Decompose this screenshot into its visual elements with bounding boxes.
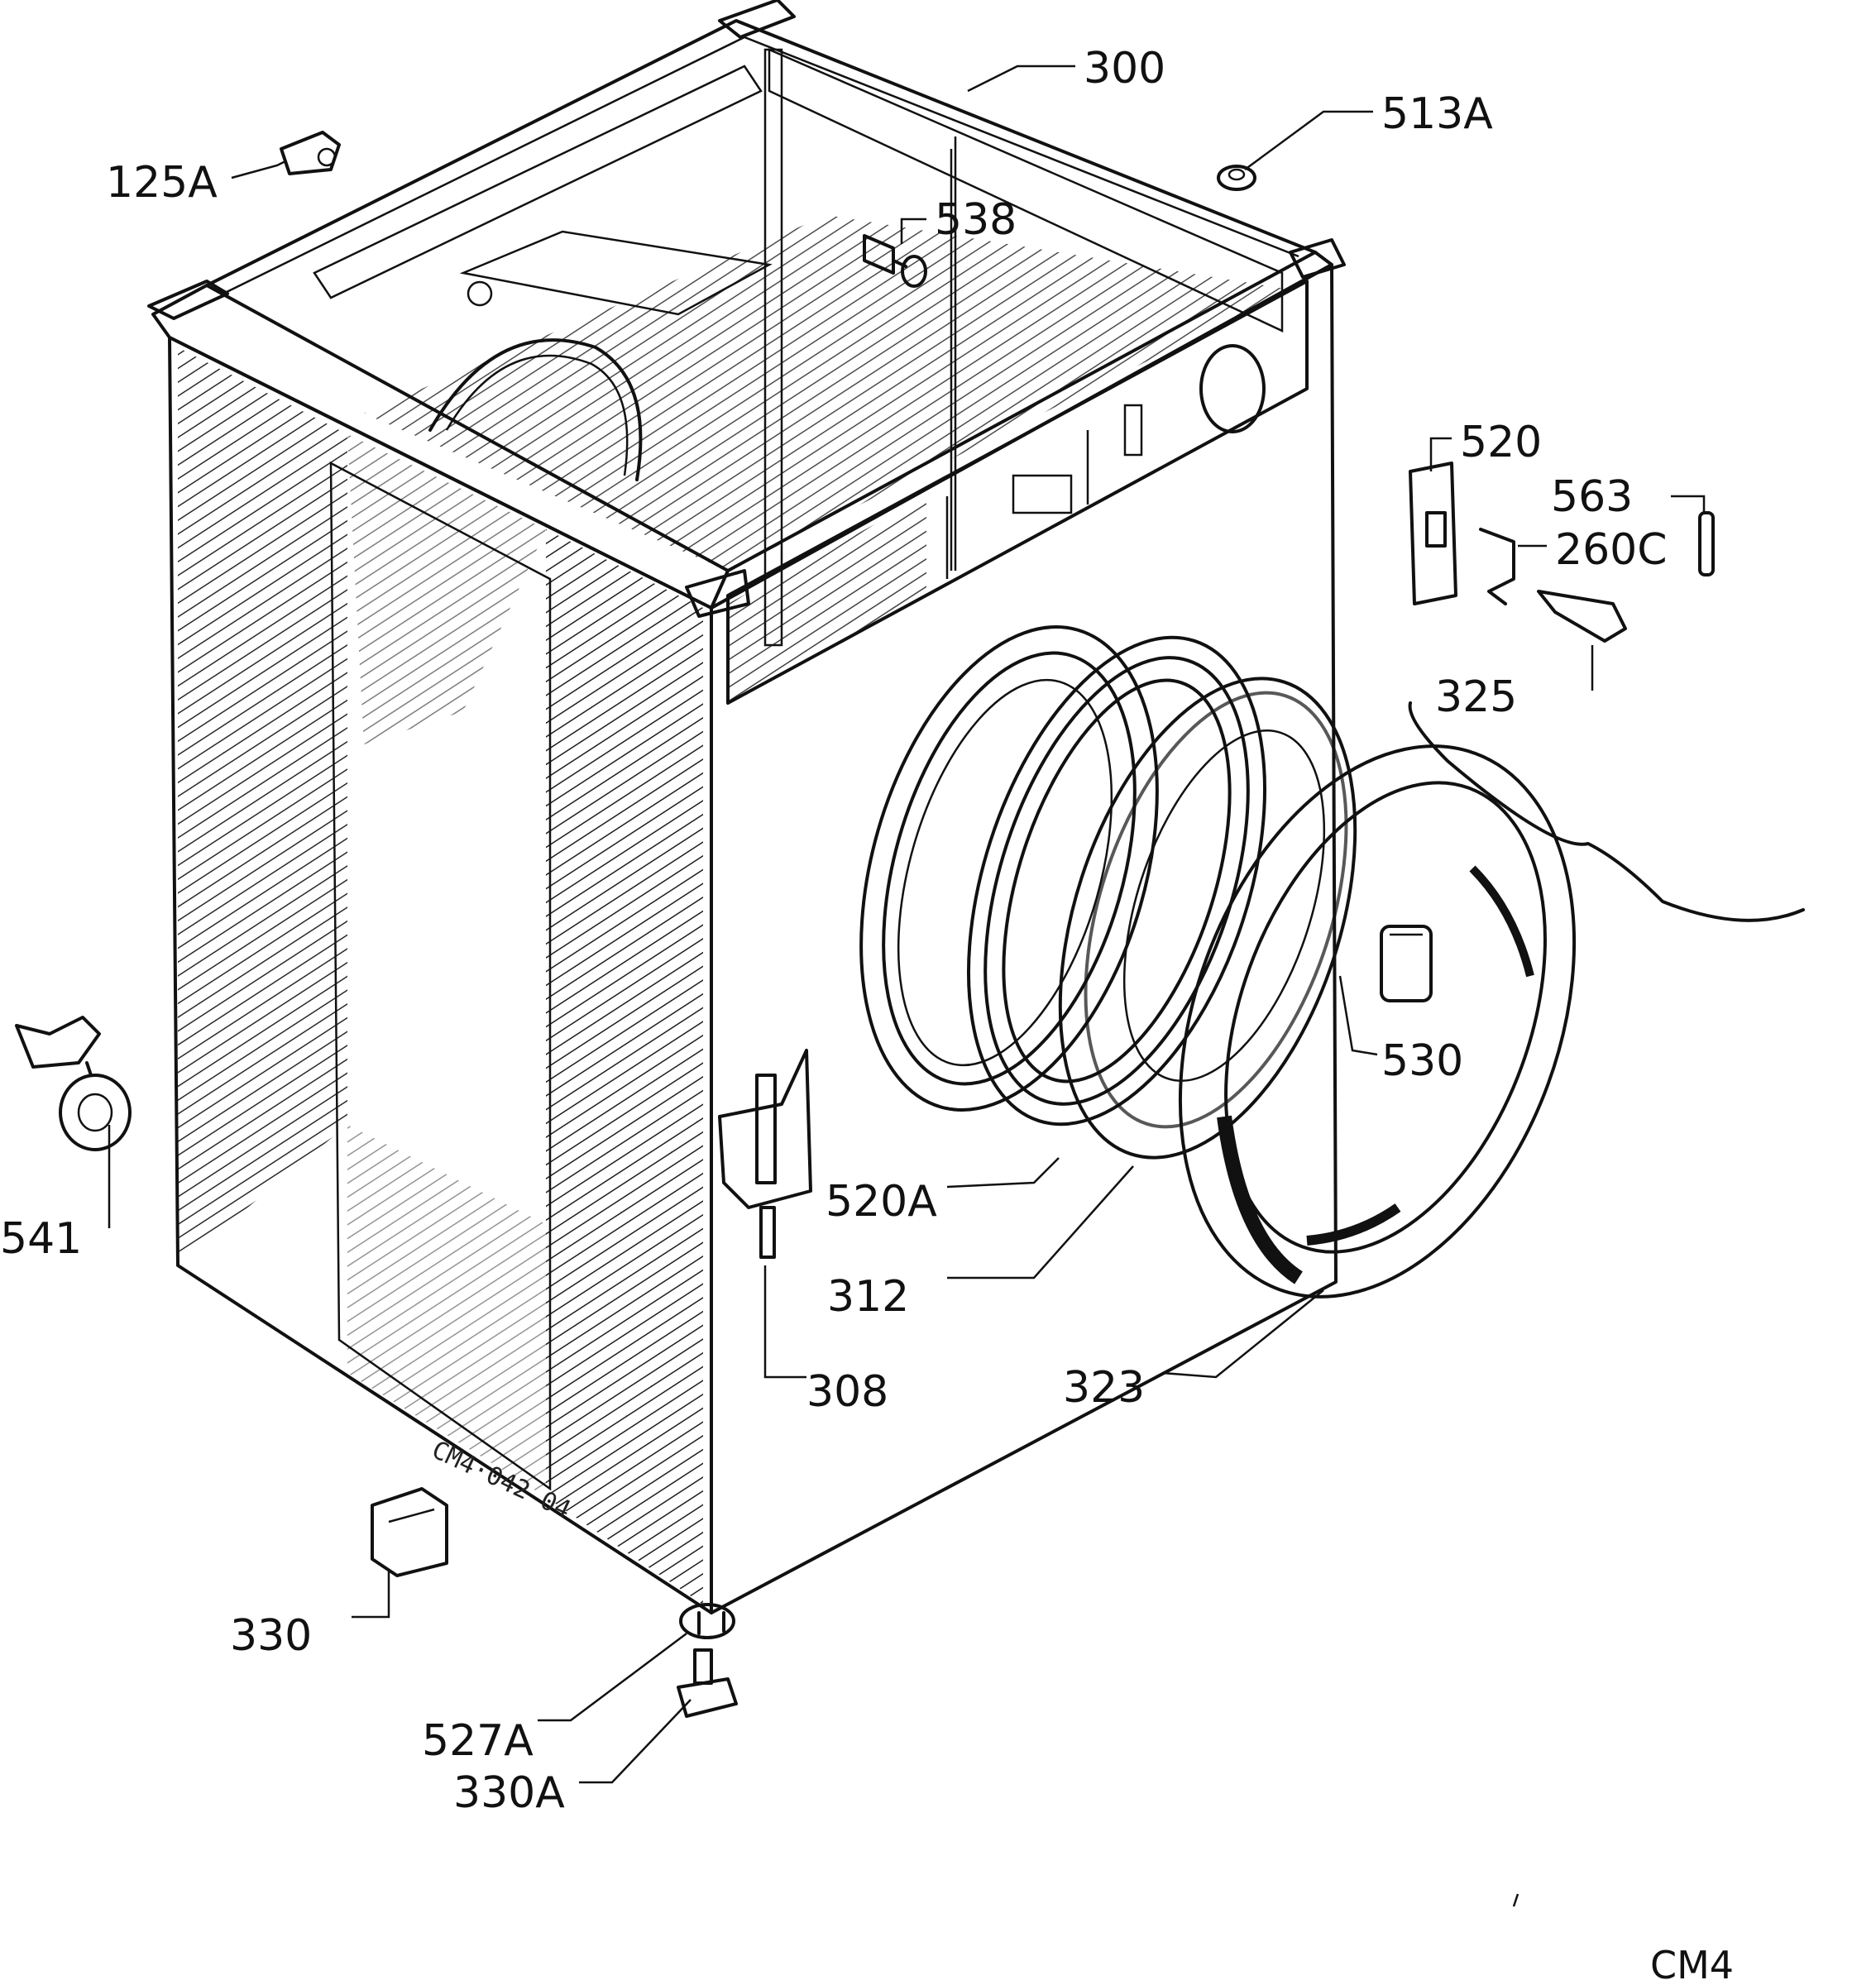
switch-assembly-541: [15, 1016, 132, 1151]
plug-538: [863, 234, 927, 288]
pin-563: [1698, 511, 1715, 576]
sheet-code: CM4: [1650, 1943, 1734, 1985]
label-125a: 125A: [106, 158, 218, 208]
stray-mark: [1512, 1893, 1519, 1907]
leader-lines: [108, 65, 1805, 1784]
label-530: 530: [1381, 1036, 1463, 1086]
label-520a: 520A: [826, 1177, 937, 1227]
label-300: 300: [1084, 44, 1165, 93]
nut-527a: [679, 1603, 735, 1639]
door-seal-ring-520a: [967, 635, 1266, 1126]
door-lock-520: [1409, 462, 1457, 605]
label-330a: 330A: [453, 1768, 565, 1818]
label-538: 538: [935, 195, 1017, 245]
label-312: 312: [827, 1272, 909, 1322]
hinge-308: [718, 1049, 812, 1259]
clip-125a: [280, 131, 341, 175]
bellows-312: [1058, 677, 1357, 1160]
foot-cap-330: [371, 1487, 448, 1577]
cap-513a: [1217, 165, 1256, 191]
label-563: 563: [1551, 472, 1633, 522]
door-ring-323: [1178, 744, 1577, 1299]
label-527a: 527A: [422, 1716, 534, 1766]
spring-clip-260c: [1479, 528, 1515, 605]
part-labels: 300 513A 125A 538 520 563 260C 325 530 5…: [0, 44, 1734, 1985]
label-541: 541: [0, 1214, 82, 1264]
label-323: 323: [1063, 1363, 1145, 1413]
label-330: 330: [230, 1611, 312, 1661]
cabinet-300: [147, 0, 1346, 1635]
foot-330a: [677, 1648, 738, 1718]
label-520: 520: [1460, 418, 1542, 467]
lever-325: [1537, 590, 1627, 643]
label-325: 325: [1435, 672, 1517, 722]
label-260c: 260C: [1555, 525, 1668, 575]
label-513a: 513A: [1381, 89, 1493, 139]
label-308: 308: [806, 1367, 888, 1417]
